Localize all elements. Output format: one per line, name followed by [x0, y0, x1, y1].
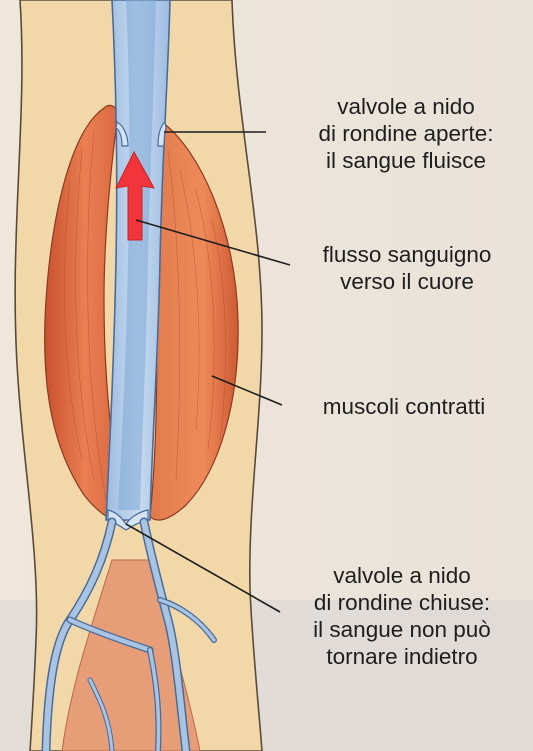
label-blood-flow-line1: flusso sanguigno — [294, 241, 520, 268]
label-valves-closed-line3: il sangue non può — [284, 616, 520, 643]
label-valves-closed: valvole a nido di rondine chiuse: il san… — [284, 562, 520, 670]
label-valves-closed-line4: tornare indietro — [284, 643, 520, 670]
label-valves-open-line3: il sangue fluisce — [286, 147, 526, 174]
label-valves-closed-line2: di rondine chiuse: — [284, 589, 520, 616]
label-valves-open-line2: di rondine aperte: — [286, 120, 526, 147]
label-valves-closed-line1: valvole a nido — [284, 562, 520, 589]
label-blood-flow-line2: verso il cuore — [294, 268, 520, 295]
label-muscles: muscoli contratti — [288, 393, 520, 420]
label-muscles-line1: muscoli contratti — [288, 393, 520, 420]
label-valves-open-line1: valvole a nido — [286, 93, 526, 120]
label-blood-flow: flusso sanguigno verso il cuore — [294, 241, 520, 295]
label-valves-open: valvole a nido di rondine aperte: il san… — [286, 93, 526, 174]
